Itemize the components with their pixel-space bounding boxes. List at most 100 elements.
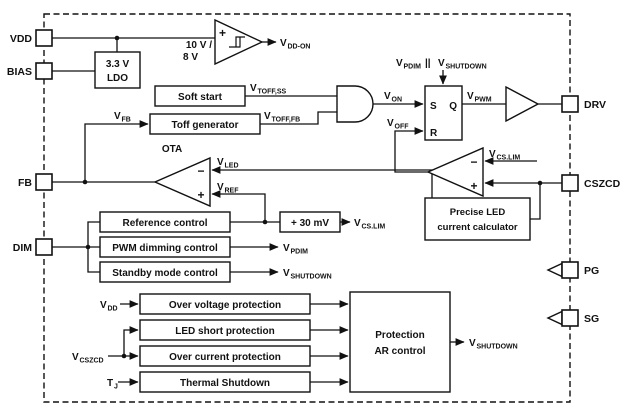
pin-drv-pad bbox=[561, 95, 579, 113]
signal-vdd-net-sub: DD bbox=[108, 306, 118, 313]
signal-vshutdown-final-sub: SHUTDOWN bbox=[477, 344, 518, 351]
signal-vled-sub: LED bbox=[225, 163, 239, 170]
block-toff-generator-box bbox=[149, 113, 261, 135]
pg-output-icon bbox=[546, 262, 563, 278]
pin-drv-label: DRV bbox=[584, 99, 606, 111]
ota-triangle bbox=[153, 156, 211, 208]
signal-vtoff-fb: V TOFF,FB bbox=[264, 111, 300, 124]
junction-dot bbox=[262, 219, 268, 225]
signal-vcslim-comp-main: V bbox=[489, 149, 496, 160]
signal-latch-gating: V PDIM || V SHUTDOWN bbox=[396, 58, 487, 71]
signal-vtoff-fb-main: V bbox=[264, 111, 271, 122]
pin-bias: BIAS bbox=[7, 62, 53, 80]
block-pwm-dimming-control-box bbox=[99, 236, 231, 258]
signal-vcslim-comparator: V CS.LIM bbox=[489, 149, 520, 162]
signal-vtoff-ss-main: V bbox=[250, 83, 257, 94]
block-offset-30mv-box bbox=[279, 211, 341, 233]
pin-dim-label: DIM bbox=[13, 242, 33, 254]
block-protection-ar-control-label-2: AR control bbox=[374, 346, 425, 357]
signal-von-sub: ON bbox=[392, 97, 403, 104]
pin-vdd-pad bbox=[35, 29, 53, 47]
sr-latch: S Q R bbox=[424, 85, 463, 141]
driver-buffer-triangle bbox=[505, 85, 540, 123]
wire-vref-to-ota bbox=[211, 190, 266, 222]
signal-vdd-on-sub: DD-ON bbox=[288, 44, 311, 51]
signal-vdd-net-main: V bbox=[100, 300, 107, 311]
junction-dot bbox=[537, 180, 543, 186]
block-precise-led-calculator: Precise LED current calculator bbox=[424, 197, 531, 241]
block-precise-led-calculator-box bbox=[424, 197, 531, 241]
hysteresis-icon bbox=[229, 36, 245, 48]
minus-sign: − bbox=[197, 164, 204, 178]
signal-vcszcd-net: V CSZCD bbox=[72, 352, 104, 365]
and-gate-icon bbox=[336, 85, 374, 123]
block-protection-ar-control-box bbox=[349, 291, 451, 393]
pin-pg-label: PG bbox=[584, 265, 599, 277]
block-toff-generator-label: Toff generator bbox=[171, 120, 238, 131]
block-over-current-protection-box bbox=[139, 345, 311, 367]
cs-comparator-icon: − + bbox=[426, 146, 484, 198]
block-standby-mode-control-box bbox=[99, 261, 231, 283]
ota-icon: − + OTA bbox=[153, 144, 211, 208]
signal-tj-net-main: T bbox=[107, 378, 113, 389]
pin-cszcd: CSZCD bbox=[561, 174, 621, 192]
signal-vref-main: V bbox=[217, 182, 224, 193]
block-reference-control-box bbox=[99, 211, 231, 233]
signal-vpwm-sub: PWM bbox=[475, 97, 492, 104]
signal-vdd-on: V DD-ON bbox=[280, 38, 310, 51]
signal-vcslim-comp-sub: CS.LIM bbox=[497, 155, 521, 162]
signal-tj-net-sub: J bbox=[114, 384, 118, 391]
signal-vshutdown-gate-sub: SHUTDOWN bbox=[446, 64, 487, 71]
pin-pg-pad bbox=[561, 261, 579, 279]
block-led-short-protection-box bbox=[139, 319, 311, 341]
block-led-short-protection: LED short protection bbox=[139, 319, 311, 341]
junction-dot bbox=[85, 244, 91, 250]
signal-vref-sub: REF bbox=[225, 188, 240, 195]
junction-dot bbox=[121, 353, 127, 359]
pin-sg: SG bbox=[546, 309, 599, 327]
sr-latch-box bbox=[424, 85, 463, 141]
block-thermal-shutdown-label: Thermal Shutdown bbox=[180, 378, 270, 389]
signal-vpdim-gate-sub: PDIM bbox=[404, 64, 422, 71]
block-ldo-label-2: LDO bbox=[107, 73, 128, 84]
signal-vpdim-out-main: V bbox=[283, 243, 290, 254]
pin-sg-label: SG bbox=[584, 313, 599, 325]
block-soft-start-box bbox=[154, 85, 246, 107]
signal-vshutdown-out: V SHUTDOWN bbox=[283, 268, 332, 281]
pin-bias-label: BIAS bbox=[7, 66, 32, 78]
sg-output-icon bbox=[546, 310, 563, 326]
pin-fb-pad bbox=[35, 173, 53, 191]
signal-vcslim-out-main: V bbox=[354, 218, 361, 229]
signal-von-main: V bbox=[384, 91, 391, 102]
block-over-voltage-protection-box bbox=[139, 293, 311, 315]
signal-vcslim-out-sub: CS.LIM bbox=[362, 224, 386, 231]
block-led-short-protection-label: LED short protection bbox=[175, 326, 274, 337]
block-thermal-shutdown: Thermal Shutdown bbox=[139, 371, 311, 393]
pin-cszcd-label: CSZCD bbox=[584, 178, 621, 190]
pin-drv: DRV bbox=[561, 95, 606, 113]
block-reference-control: Reference control bbox=[99, 211, 231, 233]
signal-voff: V OFF bbox=[387, 118, 409, 131]
latch-s-label: S bbox=[430, 101, 437, 112]
vdd-comparator-icon: + bbox=[214, 18, 264, 66]
signal-voff-main: V bbox=[387, 118, 394, 129]
signal-vshutdown-gate-main: V bbox=[438, 58, 445, 69]
pin-vdd: VDD bbox=[10, 29, 53, 47]
block-protection-ar-control-label-1: Protection bbox=[375, 330, 424, 341]
parallel-symbol: || bbox=[425, 58, 431, 69]
signal-vled: V LED bbox=[217, 157, 239, 170]
cs-comparator-triangle bbox=[426, 146, 484, 198]
threshold-label-1: 10 V / bbox=[186, 40, 212, 51]
pin-fb-label: FB bbox=[18, 177, 32, 189]
driver-buffer-icon bbox=[505, 85, 540, 123]
signal-tj-net: T J bbox=[107, 378, 118, 391]
signal-vdd-net: V DD bbox=[100, 300, 118, 313]
latch-r-label: R bbox=[430, 128, 438, 139]
block-over-current-protection: Over current protection bbox=[139, 345, 311, 367]
pin-vdd-label: VDD bbox=[10, 33, 33, 45]
wire-voff-to-r bbox=[394, 127, 428, 173]
block-thermal-shutdown-box bbox=[139, 371, 311, 393]
junction-dot bbox=[82, 179, 88, 185]
block-ldo: 3.3 V LDO bbox=[94, 51, 141, 89]
signal-von: V ON bbox=[384, 91, 402, 104]
